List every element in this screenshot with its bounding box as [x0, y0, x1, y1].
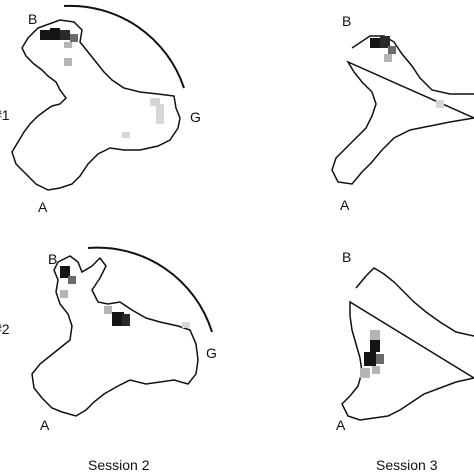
- heat-cell: [112, 312, 124, 326]
- point-a: A: [336, 417, 346, 433]
- heat-cell: [370, 330, 380, 340]
- point-a: A: [340, 197, 350, 213]
- maze-outline: [341, 267, 474, 421]
- heat-cell: [104, 306, 112, 314]
- heat-cell: [64, 58, 72, 66]
- point-b: B: [48, 251, 58, 267]
- point-b: B: [342, 249, 352, 265]
- heat-cell: [156, 104, 164, 124]
- heat-cell: [70, 34, 78, 42]
- point-a: A: [40, 417, 50, 433]
- maze-outline: [31, 255, 199, 417]
- maze-outline: [331, 35, 474, 185]
- heat-cell: [182, 322, 190, 328]
- session-caption-2: Session 2: [88, 457, 150, 473]
- heat-cell: [150, 98, 160, 106]
- heat-cell: [436, 100, 444, 108]
- heat-cell: [370, 38, 380, 48]
- row-label-1: #1: [0, 107, 10, 123]
- point-a: A: [38, 199, 48, 215]
- heat-cell: [40, 30, 50, 40]
- heat-cell: [364, 352, 376, 366]
- point-g: G: [206, 345, 217, 361]
- heat-cell: [370, 340, 380, 352]
- point-b: B: [342, 13, 352, 29]
- maze-outline: [11, 19, 181, 191]
- heat-cell: [122, 314, 130, 326]
- session-caption-3: Session 3: [376, 457, 438, 473]
- heat-cell: [384, 54, 392, 62]
- goal-arc: [87, 246, 213, 333]
- point-b: B: [28, 11, 38, 27]
- goal-arc: [63, 4, 185, 89]
- heat-cell: [60, 290, 68, 298]
- heat-cell: [376, 354, 384, 364]
- point-g: G: [190, 109, 201, 125]
- heat-cell: [68, 276, 76, 284]
- heat-cell: [122, 132, 130, 138]
- row-label-2: #2: [0, 321, 10, 337]
- heat-cell: [64, 42, 72, 48]
- heat-cell: [380, 36, 390, 48]
- heat-cell: [60, 30, 70, 40]
- heat-cell: [388, 46, 396, 54]
- heat-cell: [372, 366, 380, 374]
- heat-cell: [60, 266, 70, 278]
- heat-cell: [50, 28, 60, 40]
- heat-cell: [360, 368, 370, 378]
